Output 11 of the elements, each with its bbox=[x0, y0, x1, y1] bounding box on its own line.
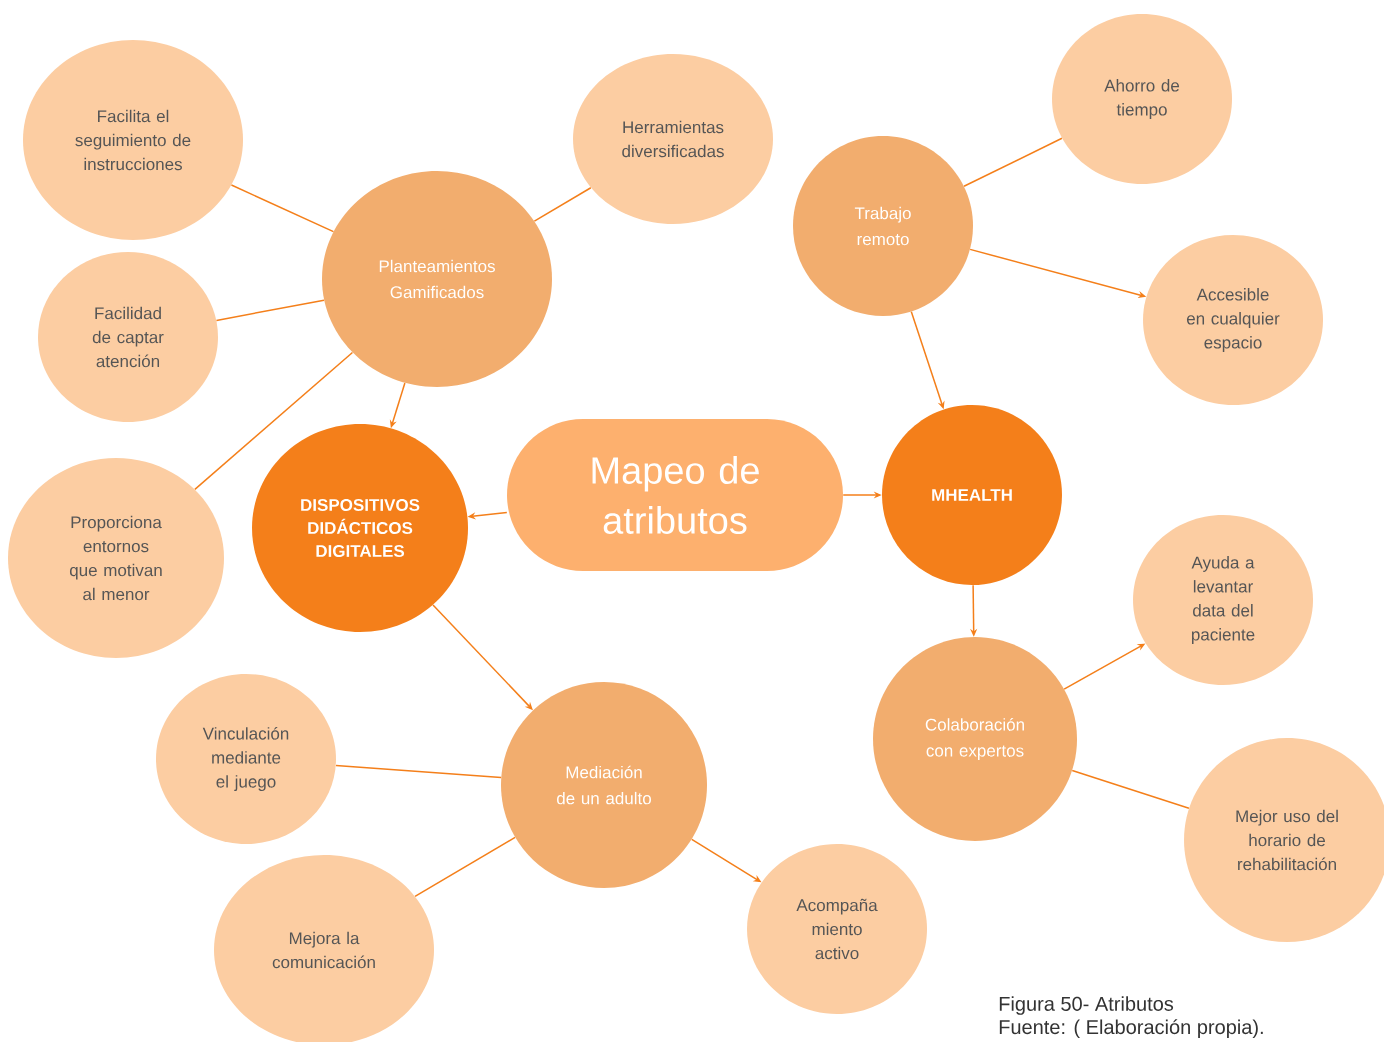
connector bbox=[533, 187, 592, 222]
connector bbox=[194, 351, 354, 491]
connector bbox=[1071, 769, 1190, 809]
connector bbox=[414, 836, 516, 898]
caption: Figura 50- Atributos bbox=[999, 996, 1174, 1015]
source-note: Fuente: ( Elaboración propia). bbox=[999, 1019, 1263, 1039]
connector bbox=[963, 137, 1063, 188]
connector bbox=[230, 184, 335, 233]
connector bbox=[335, 764, 502, 779]
connector bbox=[215, 299, 325, 322]
central-pill: Mapeo de atributos bbox=[507, 419, 843, 571]
